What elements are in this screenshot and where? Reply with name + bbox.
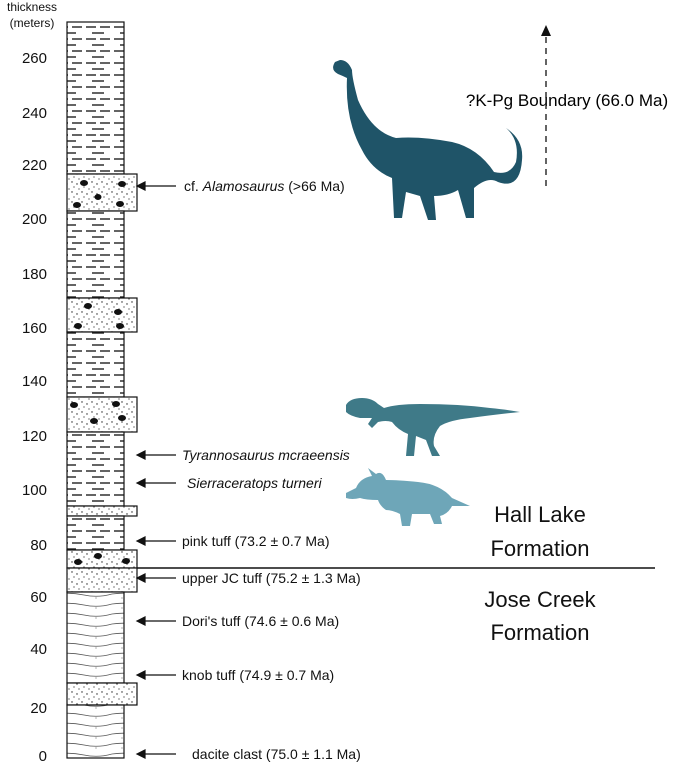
axis-title-line2: (meters) (10, 16, 55, 30)
alamosaurus-prefix: cf. (184, 178, 203, 194)
conglomerate-bed (66, 396, 138, 433)
label-doris-tuff: Dori's tuff (74.6 ± 0.6 Ma) (182, 613, 339, 629)
jose-creek-line2: Formation (490, 620, 589, 645)
tick-label: 180 (22, 266, 47, 283)
label-pink-tuff: pink tuff (73.2 ± 0.7 Ma) (182, 533, 330, 549)
tick-label: 100 (22, 482, 47, 499)
mudstone-unit (66, 704, 125, 759)
tick-label: 40 (30, 641, 47, 658)
tick-label: 220 (22, 157, 47, 174)
label-knob-tuff: knob tuff (74.9 ± 0.7 Ma) (182, 667, 334, 683)
shale-unit (66, 431, 125, 507)
mudstone-unit (66, 591, 125, 684)
tick-label: 80 (30, 537, 47, 554)
label-upper-jc-tuff: upper JC tuff (75.2 ± 1.3 Ma) (182, 570, 361, 586)
shale-unit (66, 21, 125, 175)
kpg-arrowhead (541, 25, 551, 36)
label-alamosaurus: cf. Alamosaurus (>66 Ma) (184, 178, 345, 194)
clasts (70, 180, 130, 565)
stratigraphic-column (66, 21, 138, 759)
tick-label: 120 (22, 428, 47, 445)
hall-lake-line2: Formation (490, 536, 589, 561)
hall-lake-line1: Hall Lake (494, 502, 586, 527)
sandstone-bed (66, 567, 138, 593)
tick-label: 20 (30, 700, 47, 717)
shale-unit (66, 210, 125, 299)
tick-label: 0 (39, 748, 47, 764)
label-tyrannosaurus: Tyrannosaurus mcraeensis (182, 447, 350, 463)
jose-creek-line1: Jose Creek (484, 587, 596, 612)
label-dacite-clast: dacite clast (75.0 ± 1.1 Ma) (192, 746, 361, 762)
tick-label: 160 (22, 320, 47, 337)
kpg-boundary-label: ?K-Pg Boundary (66.0 Ma) (466, 91, 668, 110)
label-sierraceratops: Sierraceratops turneri (187, 475, 323, 491)
sauropod-silhouette (333, 60, 523, 220)
tick-label: 200 (22, 211, 47, 228)
sandstone-bed (66, 682, 138, 706)
thickness-axis: 0 20 40 60 80 100 120 140 160 180 200 22… (22, 50, 47, 764)
shale-unit (66, 515, 125, 551)
tick-label: 260 (22, 50, 47, 67)
tyrannosaurus-silhouette (346, 398, 520, 456)
tick-label: 240 (22, 105, 47, 122)
shale-unit (66, 331, 125, 398)
sandstone-bed (66, 505, 138, 517)
annotation-arrows (135, 181, 176, 759)
axis-title-line1: thickness (7, 0, 57, 14)
tick-label: 60 (30, 589, 47, 606)
alamosaurus-age: (>66 Ma) (284, 178, 344, 194)
tick-label: 140 (22, 373, 47, 390)
ceratopsian-silhouette (346, 468, 470, 526)
alamosaurus-genus: Alamosaurus (202, 178, 285, 194)
